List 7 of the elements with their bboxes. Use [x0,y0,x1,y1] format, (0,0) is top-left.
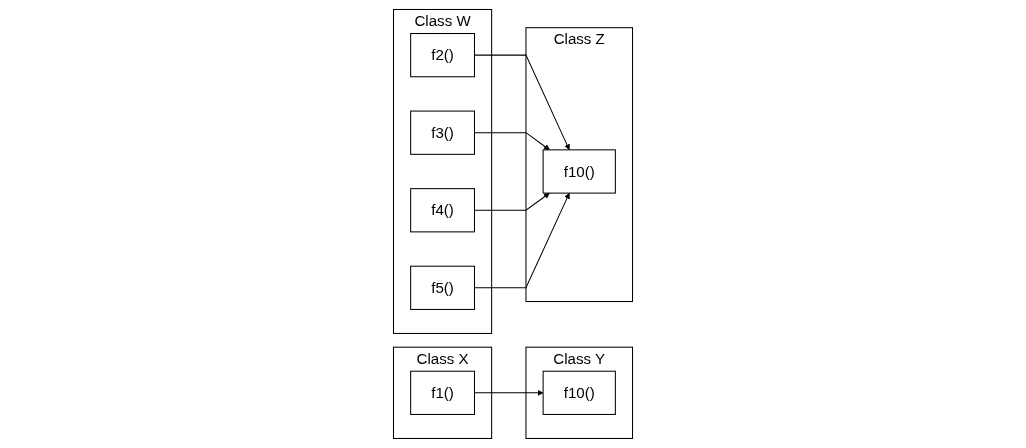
node-box: f5() [410,265,475,310]
node-box: f1() [410,370,475,415]
node-box: f10() [542,370,616,415]
node-box: f10() [542,149,616,194]
node-box: f4() [410,188,475,233]
node-box: f2() [410,33,475,78]
node-box: f3() [410,110,475,155]
